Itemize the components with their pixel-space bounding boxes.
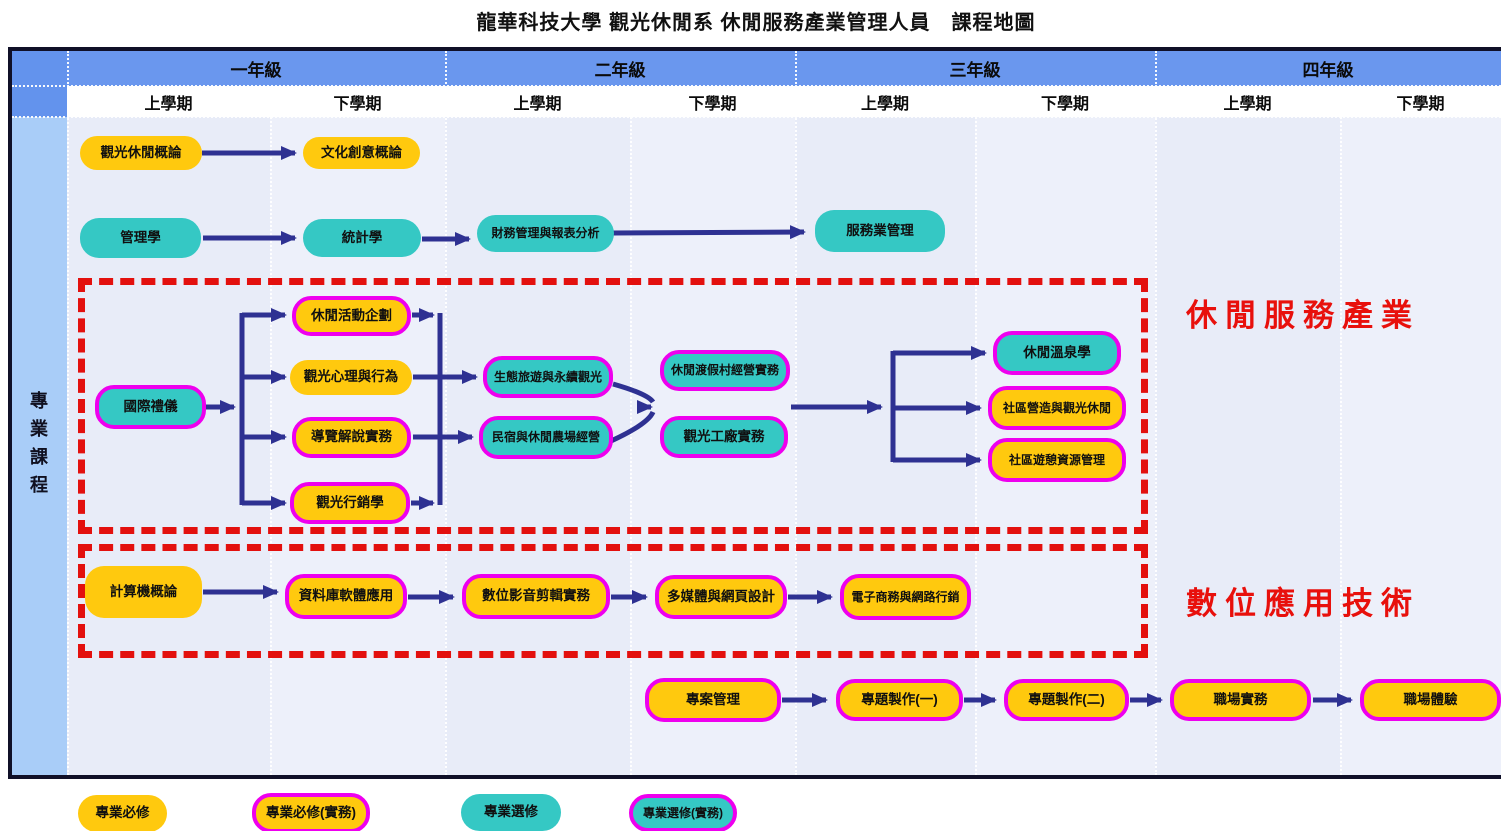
sidebar-label: 專業課程 <box>30 391 48 495</box>
course-node: 生態旅遊與永續觀光 <box>483 356 613 398</box>
course-node: 觀光心理與行為 <box>290 360 412 395</box>
divider <box>975 117 977 775</box>
course-node: 多媒體與網頁設計 <box>655 575 787 619</box>
course-node: 觀光行銷學 <box>290 482 410 524</box>
legend-item-required: 專業必修 <box>78 795 167 831</box>
group-label-leisure-service: 休閒服務產業 <box>1186 298 1420 334</box>
semester-header: 上學期 <box>1155 86 1340 117</box>
course-node: 計算機概論 <box>85 566 202 618</box>
course-node: 服務業管理 <box>815 210 945 252</box>
course-node: 專案管理 <box>645 678 781 722</box>
column-year4-fall <box>1155 117 1340 775</box>
course-node: 觀光工廠實務 <box>660 416 788 458</box>
course-node: 文化創意概論 <box>303 137 420 169</box>
course-node: 財務管理與報表分析 <box>477 215 614 252</box>
course-node: 專題製作(一) <box>836 679 963 721</box>
sidebar <box>12 117 67 775</box>
course-node: 休閒渡假村經營實務 <box>660 350 790 391</box>
course-node: 專題製作(二) <box>1004 679 1129 721</box>
divider <box>67 51 69 775</box>
legend-item-required-practical: 專業必修(實務) <box>252 793 370 831</box>
legend-item-elective: 專業選修 <box>461 794 561 831</box>
group-box-leisure-service <box>78 278 1148 534</box>
year-header-1: 一年級 <box>67 51 445 86</box>
group-label-digital-tech: 數位應用技術 <box>1186 586 1420 622</box>
semester-header: 上學期 <box>67 86 270 117</box>
divider <box>445 51 447 775</box>
course-node: 休閒活動企劃 <box>292 296 411 336</box>
course-node: 社區遊憩資源管理 <box>988 438 1126 482</box>
course-node: 數位影音剪輯實務 <box>462 574 610 619</box>
page-title: 龍華科技大學 觀光休閒系 休閒服務產業管理人員 課程地圖 <box>476 12 1036 34</box>
course-node: 職場實務 <box>1170 679 1311 721</box>
course-node: 社區營造與觀光休閒 <box>988 386 1126 430</box>
course-node: 國際禮儀 <box>95 385 206 429</box>
year-header-2: 二年級 <box>445 51 795 86</box>
semester-header: 上學期 <box>445 86 630 117</box>
year-header-3: 三年級 <box>795 51 1155 86</box>
course-node: 電子商務與網路行銷 <box>840 574 971 620</box>
divider <box>12 85 1501 87</box>
course-node: 觀光休閒概論 <box>80 136 202 170</box>
divider <box>1340 117 1342 775</box>
course-node: 職場體驗 <box>1360 679 1501 721</box>
semester-header: 下學期 <box>1340 86 1501 117</box>
course-node: 資料庫軟體應用 <box>285 574 407 619</box>
course-node: 民宿與休閒農場經營 <box>479 416 613 459</box>
semester-header: 下學期 <box>270 86 445 117</box>
semester-header: 下學期 <box>975 86 1155 117</box>
divider <box>795 51 797 775</box>
year-header-4: 四年級 <box>1155 51 1501 86</box>
course-node: 統計學 <box>303 219 421 257</box>
divider <box>270 117 272 775</box>
legend-item-elective-practical: 專業選修(實務) <box>629 794 737 831</box>
divider <box>12 116 1501 118</box>
divider <box>1155 51 1157 775</box>
course-node: 管理學 <box>80 218 201 258</box>
column-year4-spring <box>1340 117 1501 775</box>
semester-header: 上學期 <box>795 86 975 117</box>
group-box-digital-tech <box>78 544 1148 658</box>
course-node: 導覽解說實務 <box>292 417 411 458</box>
semester-header: 下學期 <box>630 86 795 117</box>
corner-cell <box>12 51 67 117</box>
divider <box>630 117 632 775</box>
course-node: 休閒溫泉學 <box>993 331 1121 375</box>
